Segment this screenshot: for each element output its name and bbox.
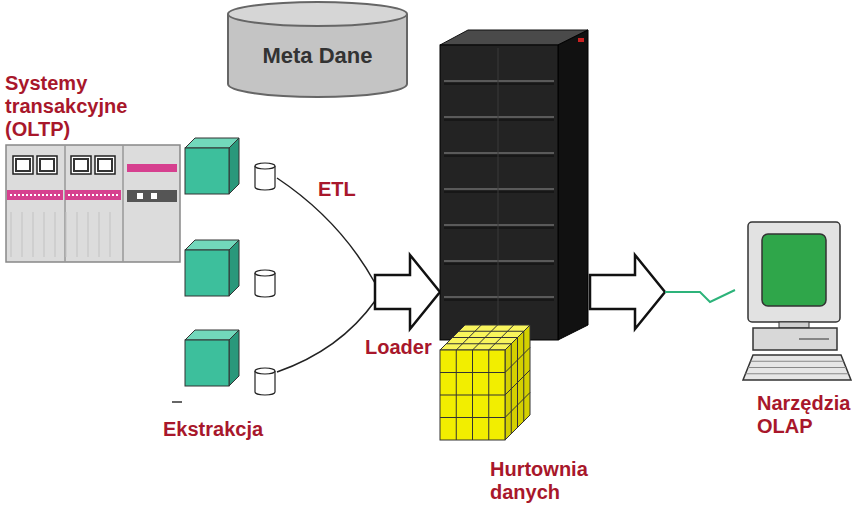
data-warehouse: Hurtownia danych [440,28,590,513]
flow-connector [277,178,440,372]
tick-mark [172,401,182,403]
process-label: Loader [365,336,432,359]
node-heading: Hurtownia danych [490,458,602,504]
process-label: ETL [318,178,356,201]
node-heading: Narzędzia OLAP [757,392,859,438]
olap-workstation: Narzędzia OLAP [735,215,860,450]
process-label: Ekstrakcja [163,418,263,441]
metadata-cylinder: Meta Dane [225,0,410,100]
oltp-systems: Systemy transakcyjne (OLTP) [5,72,277,397]
olap-workstation-art [735,215,860,450]
node-title: Meta Dane [225,44,410,67]
data-warehouse-art [440,28,590,513]
node-heading: Systemy transakcyjne (OLTP) [5,72,145,141]
flow-connector [590,255,735,329]
